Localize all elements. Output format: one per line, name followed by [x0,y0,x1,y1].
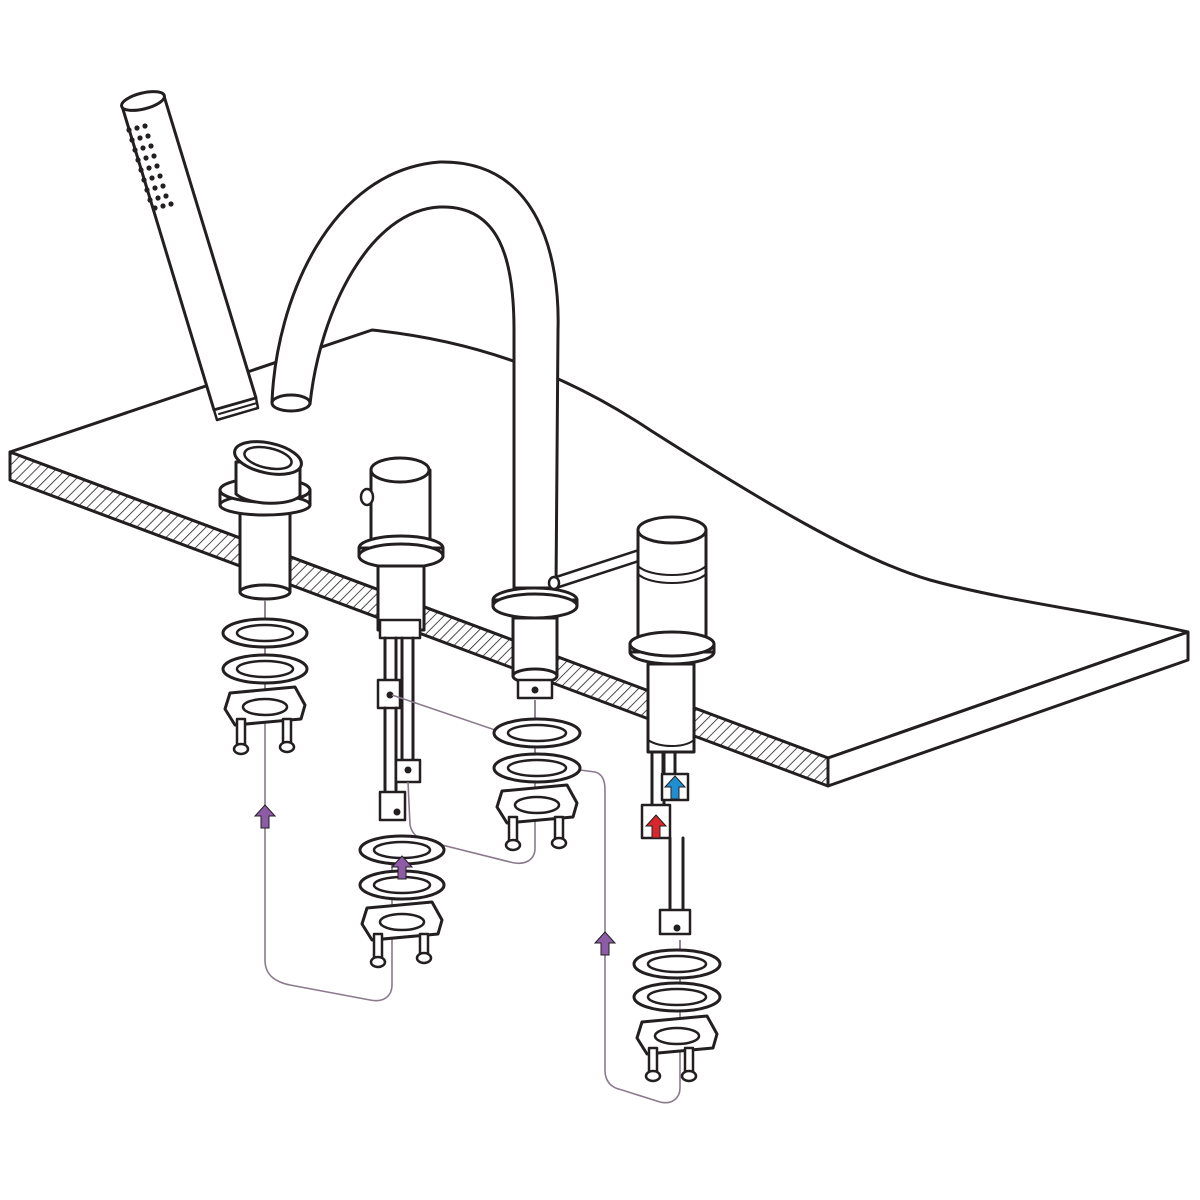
hand-shower [120,90,260,422]
spray-nozzles [126,123,174,211]
countertop [8,328,1190,788]
bracket-mixer [635,1014,719,1083]
arrow-up-icon [593,931,617,956]
washer-set-mixer [632,948,722,1013]
washer-set-left [221,617,309,685]
shower-hose-outlet [218,440,312,601]
spout [270,160,560,590]
washer-set-diverter [358,834,446,901]
mixer-valve [547,515,716,936]
mounting-brackets [223,685,719,1083]
washers [221,617,722,1013]
flow-arrows [253,775,687,956]
cold-water-arrow-icon [663,775,687,800]
bracket-diverter [360,900,444,969]
bracket-left [223,685,307,756]
arrow-up-icon [390,855,414,880]
arrow-up-icon [253,804,277,829]
hot-water-arrow-icon [644,814,668,839]
washer-set-center [492,717,582,784]
diverter-valve [357,456,445,822]
spout-base [491,586,579,700]
bracket-center [495,783,579,852]
